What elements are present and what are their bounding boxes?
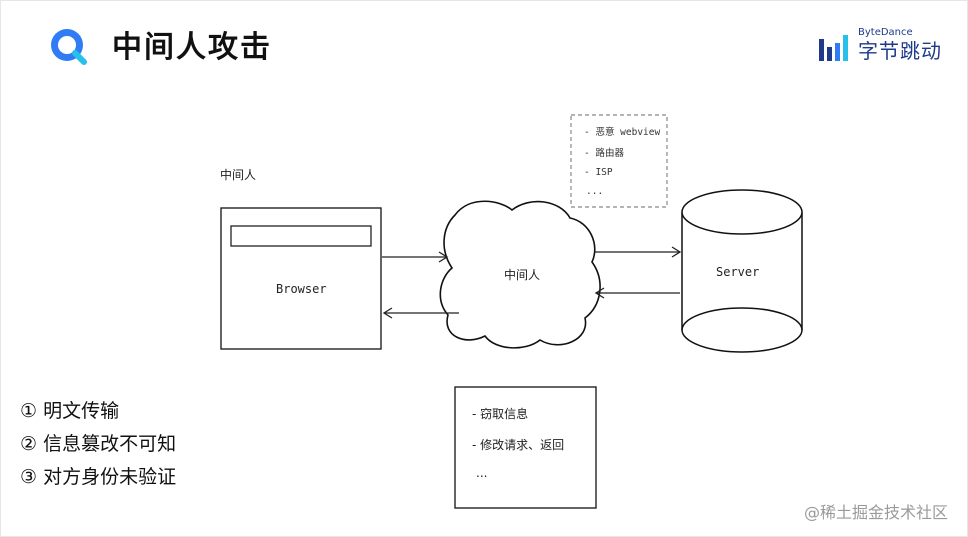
page-title: 中间人攻击 xyxy=(112,30,272,65)
arrow-mitm-to-server xyxy=(595,246,682,258)
box-item: - 修改请求、返回 xyxy=(472,438,565,452)
arrow-mitm-to-browser xyxy=(382,307,459,319)
server-cylinder xyxy=(681,189,803,353)
consequences-box xyxy=(454,386,597,509)
mitm-cloud xyxy=(439,200,601,349)
cloud-label: 中间人 xyxy=(504,268,541,282)
box-item: ... xyxy=(476,466,488,480)
arrow-server-to-mitm xyxy=(594,287,680,299)
note-item: - ISP xyxy=(584,167,613,178)
note-item: - 路由器 xyxy=(584,148,624,159)
arrow-browser-to-mitm xyxy=(382,251,449,263)
note-item: - 恶意 webview xyxy=(584,127,661,138)
note-item: ... xyxy=(586,186,604,197)
box-item: - 窃取信息 xyxy=(472,407,529,421)
brand-english-name: ByteDance xyxy=(858,27,913,38)
mitm-examples-note xyxy=(570,114,668,208)
bytedance-brand: ByteDance 字节跳动 xyxy=(818,25,942,63)
watermark: @稀土掘金技术社区 xyxy=(803,503,948,522)
brand-chinese-name: 字节跳动 xyxy=(858,39,942,63)
summary-item: ① 明文传输 xyxy=(20,400,120,422)
mitm-label: 中间人 xyxy=(220,168,257,182)
server-label: Server xyxy=(716,265,760,279)
summary-item: ② 信息篡改不可知 xyxy=(20,433,177,455)
browser-address-bar xyxy=(230,225,372,247)
browser-label: Browser xyxy=(276,282,327,296)
app-logo-icon xyxy=(51,29,87,65)
bytedance-logo-icon xyxy=(819,35,848,61)
summary-item: ③ 对方身份未验证 xyxy=(20,466,177,488)
